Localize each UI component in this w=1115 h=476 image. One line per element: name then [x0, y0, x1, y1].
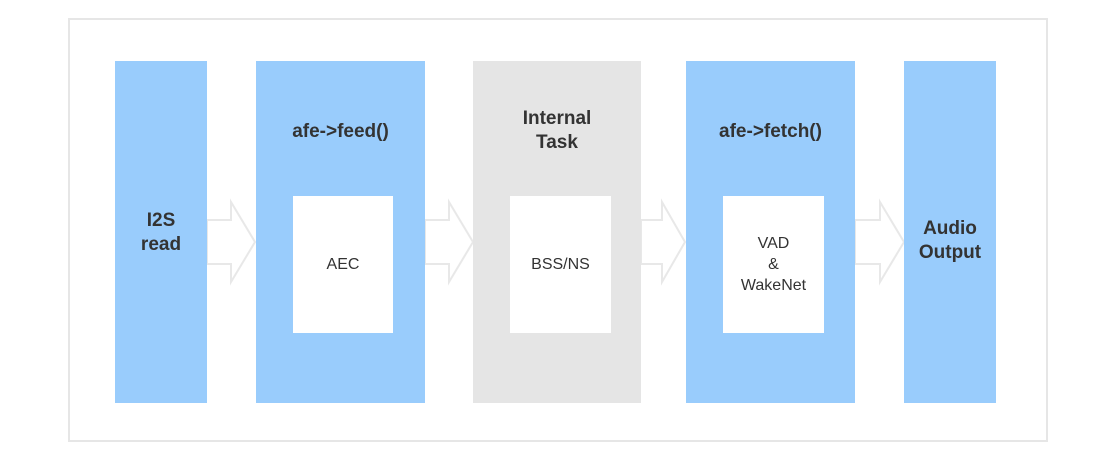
arrow-i2s-to-feed — [206, 198, 257, 286]
i2s-read-block: I2S read — [115, 61, 207, 403]
arrow-internal-to-fetch — [640, 198, 687, 286]
vad-wakenet-box: VAD & WakeNet — [723, 196, 824, 333]
afe-fetch-block: afe->fetch() VAD & WakeNet — [686, 61, 855, 403]
audio-output-title: Audio Output — [918, 218, 982, 263]
vad-wakenet-label: VAD & WakeNet — [740, 235, 807, 294]
arrow-feed-to-internal — [424, 198, 475, 286]
afe-feed-title: afe->feed() — [292, 121, 389, 142]
i2s-read-title: I2S read — [140, 210, 182, 255]
arrow-fetch-to-output — [854, 198, 906, 286]
aec-box: AEC — [293, 196, 393, 333]
internal-task-title: Internal Task — [522, 108, 592, 153]
bss-ns-box: BSS/NS — [510, 196, 611, 333]
afe-fetch-title: afe->fetch() — [719, 121, 822, 142]
aec-label: AEC — [326, 256, 360, 273]
bss-ns-label: BSS/NS — [531, 256, 590, 273]
audio-output-block: Audio Output — [904, 61, 996, 403]
afe-feed-block: afe->feed() AEC — [256, 61, 425, 403]
internal-task-block: Internal Task BSS/NS — [473, 61, 641, 403]
